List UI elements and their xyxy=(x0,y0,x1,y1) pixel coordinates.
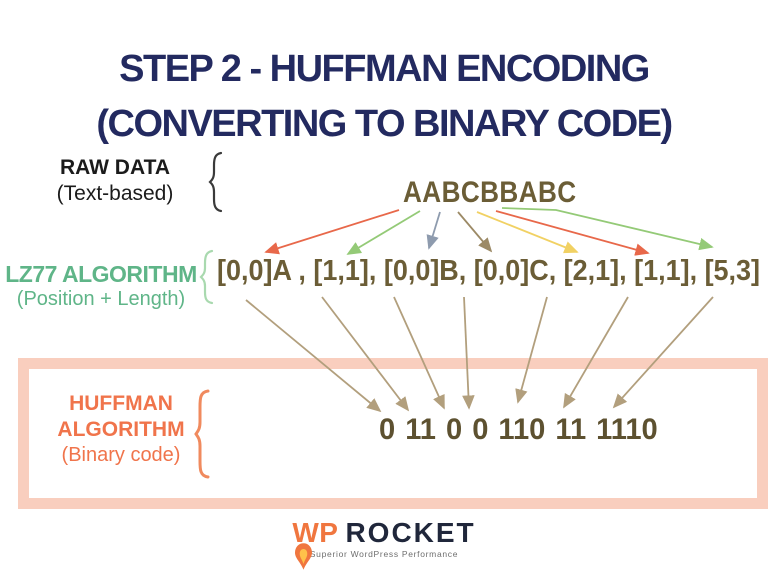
flow-arrow xyxy=(426,211,441,250)
logo-wp-text: WP xyxy=(292,517,339,548)
lz77-sublabel: (Position + Length) xyxy=(16,288,186,311)
logo-rocket-text: ROCKET xyxy=(345,517,476,548)
page-title-line2: (CONVERTING TO BINARY CODE) xyxy=(96,103,673,146)
raw-data-label-block: RAW DATA (Text-based) xyxy=(40,155,190,207)
flow-arrow xyxy=(457,211,493,253)
huffman-binary-value: 0 11 0 0 110 11 1110 xyxy=(379,413,658,446)
page-title: STEP 2 - HUFFMAN ENCODING (CONVERTING TO… xyxy=(0,42,768,152)
lz77-value: [0,0]A , [1,1], [0,0]B, [0,0]C, [2,1], [… xyxy=(217,255,761,287)
huffman-label-block: HUFFMAN ALGORITHM (Binary code) xyxy=(40,391,202,468)
flow-arrow xyxy=(346,210,421,255)
flow-arrow xyxy=(264,209,400,255)
page-title-line1: STEP 2 - HUFFMAN ENCODING xyxy=(119,48,650,90)
flow-arrow xyxy=(501,207,714,251)
lz77-label: LZ77 ALGORITHM xyxy=(5,261,197,287)
rocket-flame-icon xyxy=(295,543,313,570)
flow-arrow xyxy=(495,210,650,256)
raw-data-value: AABCBBABC xyxy=(403,176,577,209)
logo-tagline: Superior WordPress Performance xyxy=(309,549,459,559)
lz77-brace xyxy=(199,249,214,305)
raw-data-label: RAW DATA xyxy=(59,156,171,179)
huffman-label-line1: HUFFMAN xyxy=(69,392,173,415)
flow-arrow xyxy=(476,211,579,254)
huffman-sublabel: (Binary code) xyxy=(61,444,181,467)
raw-data-sublabel: (Text-based) xyxy=(56,181,174,205)
lz77-label-block: LZ77 ALGORITHM (Position + Length) xyxy=(5,261,197,312)
huffman-label-line2: ALGORITHM xyxy=(57,418,185,442)
raw-data-brace xyxy=(208,151,223,213)
